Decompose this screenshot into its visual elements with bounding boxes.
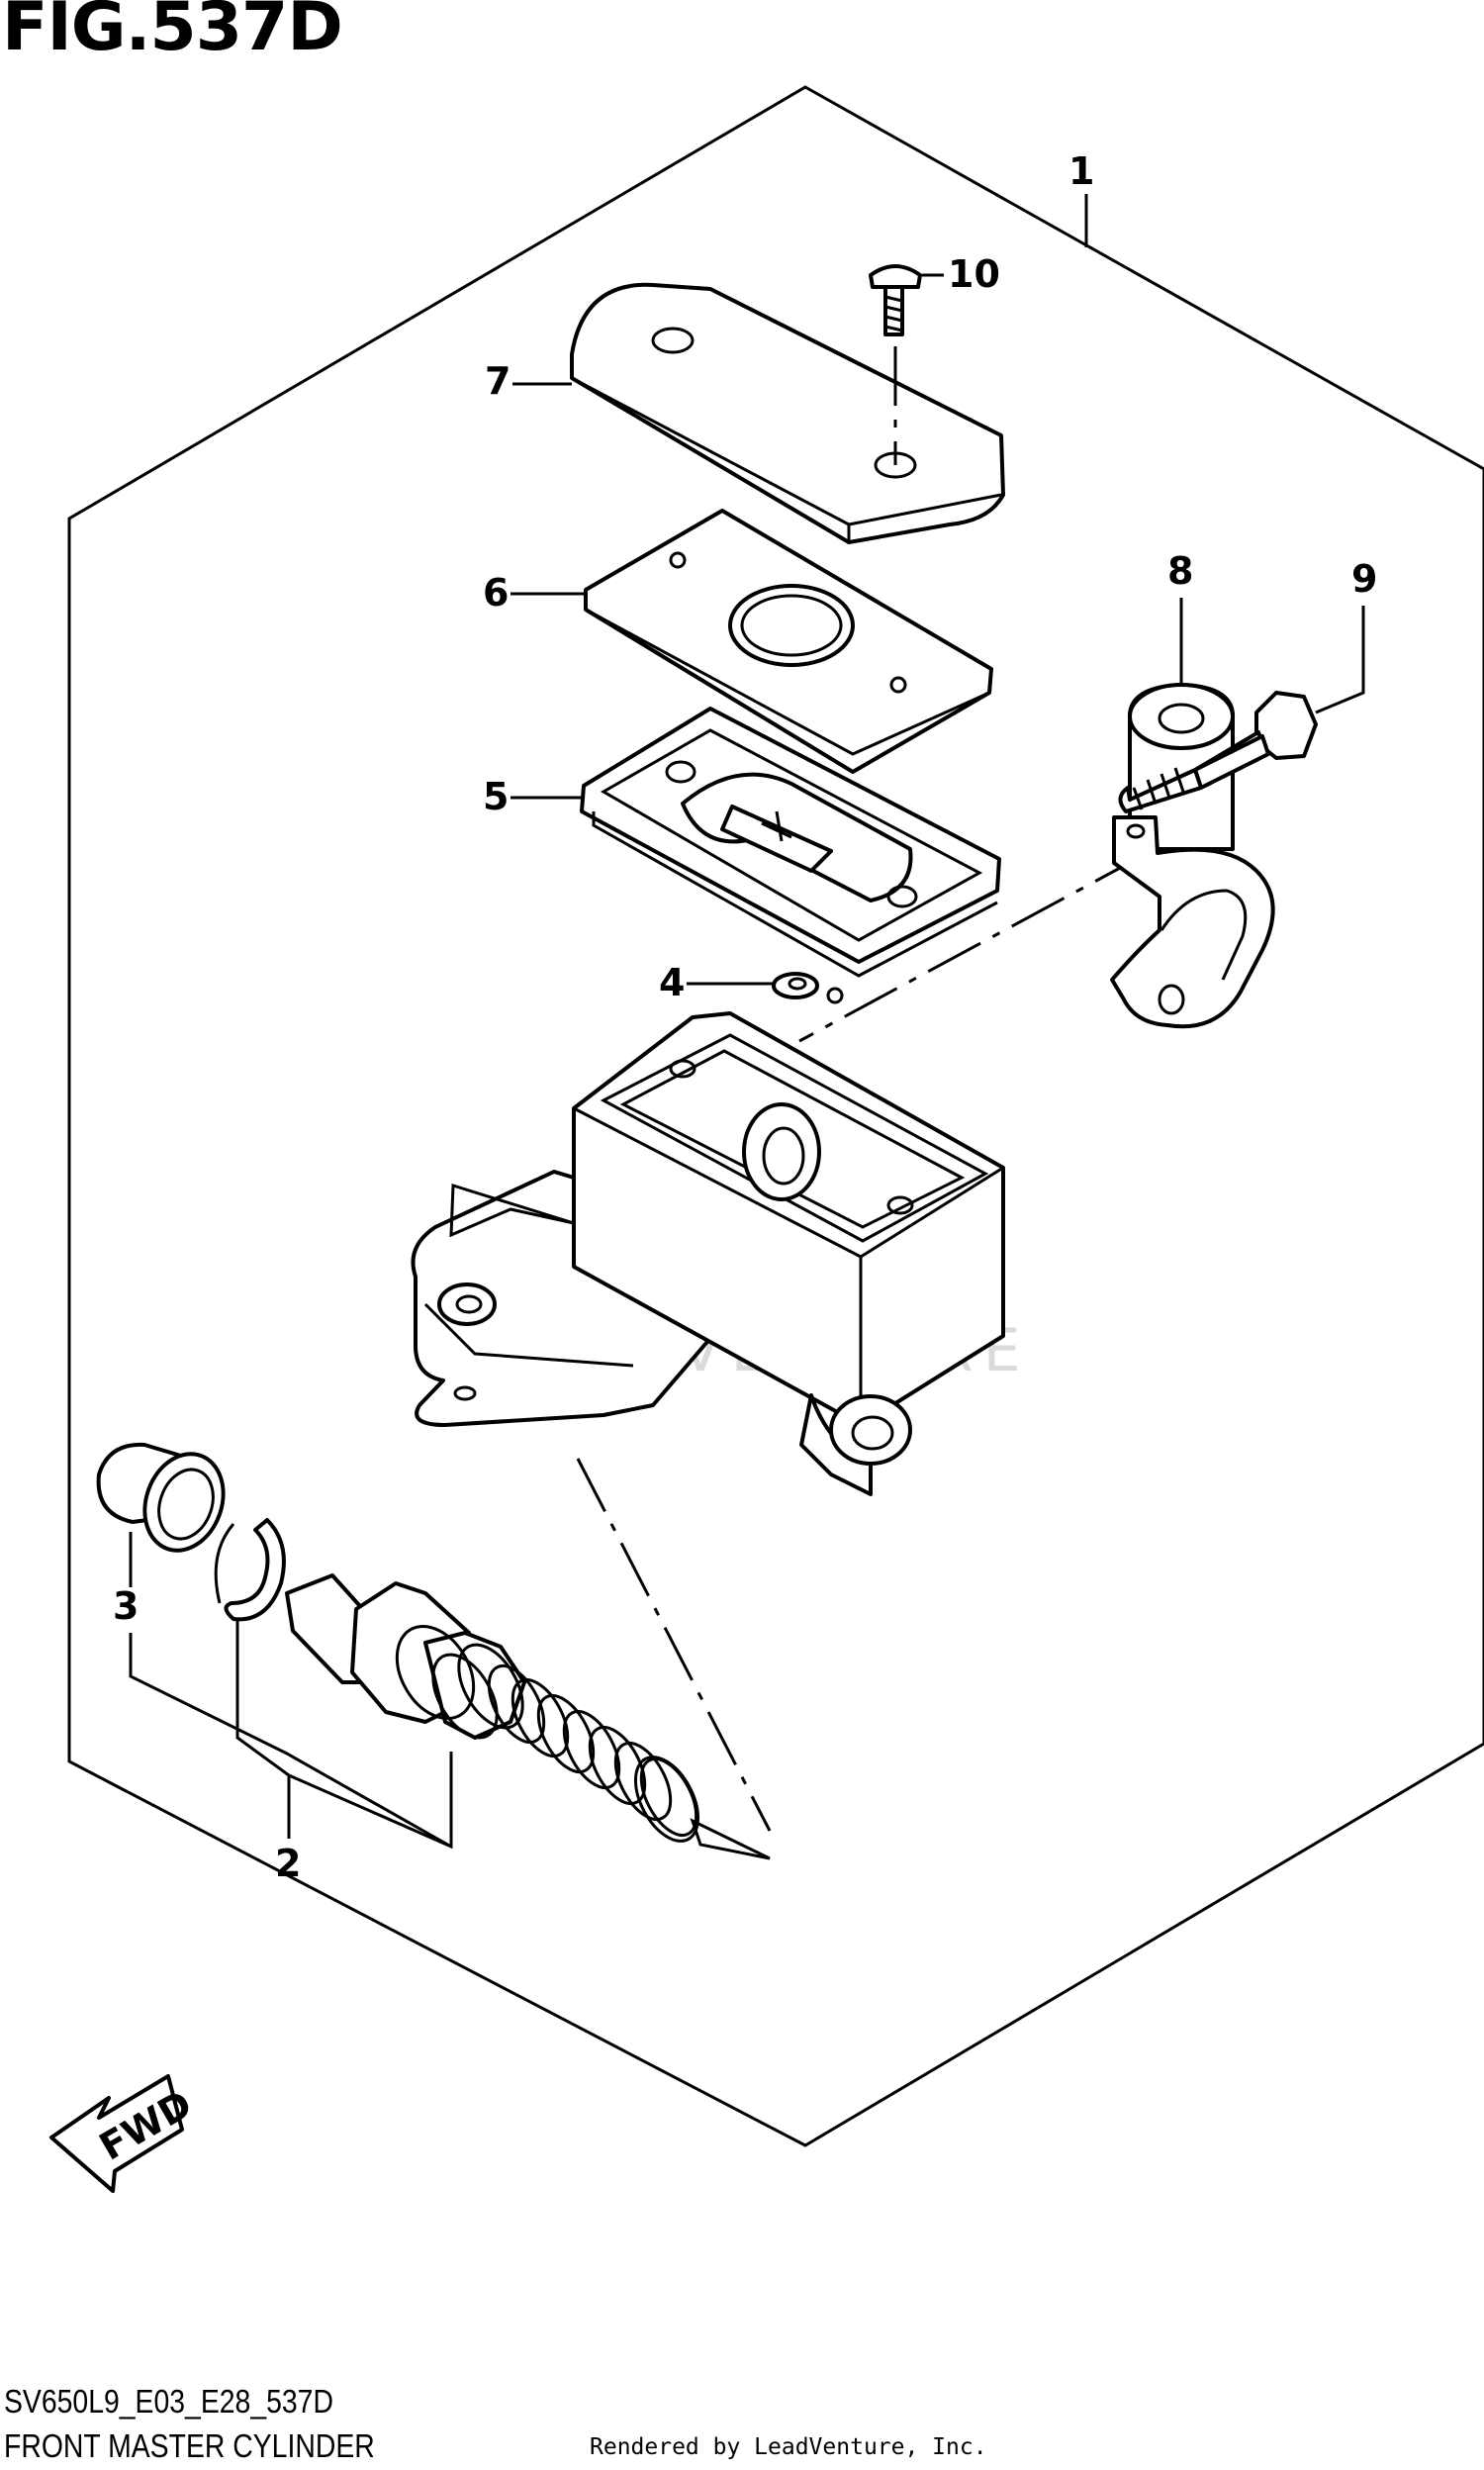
return-spring [487, 1664, 700, 1843]
callout-10: 10 [922, 252, 1000, 296]
piston-boot [96, 1442, 226, 1553]
svg-text:8: 8 [1167, 549, 1193, 593]
svg-text:5: 5 [483, 775, 509, 818]
callout-2: 2 [235, 1621, 453, 1885]
callout-4: 4 [659, 961, 774, 1004]
svg-text:1: 1 [1068, 149, 1094, 193]
fwd-arrow-icon: FWD [49, 2074, 199, 2193]
callout-8: 8 [1167, 549, 1193, 685]
master-cylinder-body [411, 1011, 1005, 1496]
figure-name: FRONT MASTER CYLINDER [4, 2427, 375, 2464]
diaphragm-plate [584, 509, 993, 774]
callout-7: 7 [485, 359, 572, 403]
svg-text:7: 7 [485, 359, 510, 403]
cap-screw [869, 264, 922, 465]
svg-text:10: 10 [948, 252, 1000, 296]
clamp-bolt [1118, 691, 1318, 813]
figure-code: SV650L9_E03_E28_537D [4, 2383, 333, 2420]
diaphragm-float [580, 707, 1001, 978]
figure-title: FIG.537D [2, 0, 343, 66]
callout-1: 1 [1068, 149, 1094, 247]
handlebar-clamp [1110, 683, 1275, 1029]
render-credit: Rendered by LeadVenture, Inc. [590, 2434, 987, 2460]
svg-text:3: 3 [113, 1584, 139, 1628]
callout-9: 9 [1315, 557, 1377, 714]
reservoir-cap [570, 282, 1005, 544]
clip [772, 972, 844, 1004]
piston-assembly [285, 1573, 526, 1740]
svg-text:4: 4 [659, 961, 685, 1004]
callout-6: 6 [483, 571, 586, 615]
snap-ring [214, 1518, 286, 1622]
callout-5: 5 [483, 775, 584, 818]
callout-3: 3 [113, 1532, 452, 1849]
svg-text:2: 2 [275, 1842, 301, 1885]
assembly-outline [67, 85, 1484, 2147]
svg-text:9: 9 [1351, 557, 1377, 601]
svg-text:6: 6 [483, 571, 509, 615]
